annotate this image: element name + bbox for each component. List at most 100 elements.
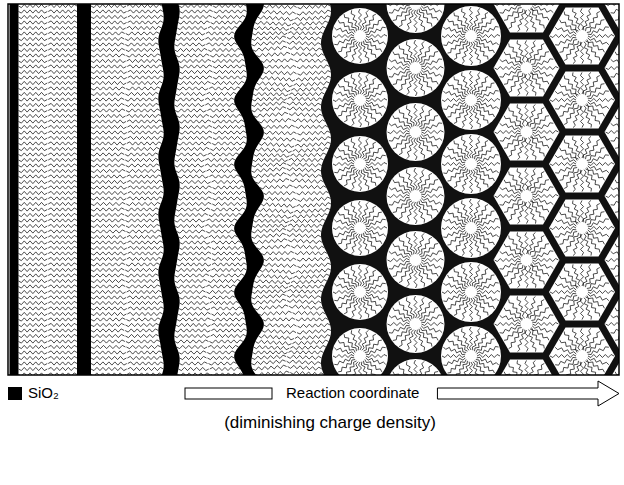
surfactant-chain <box>475 13 489 32</box>
surfactant-chain <box>128 186 164 189</box>
surfactant-chain <box>19 59 48 62</box>
surfactant-chain <box>177 318 211 321</box>
surfactant-chain <box>470 263 473 286</box>
surfactant-chain <box>560 340 578 353</box>
surfactant-chain <box>388 131 410 134</box>
surfactant-chain <box>462 72 470 94</box>
surfactant-chain <box>462 328 470 350</box>
surfactant-chain <box>179 65 212 68</box>
surfactant-chain <box>178 290 206 293</box>
surfactant-chain <box>263 263 296 267</box>
surfactant-chain <box>288 32 323 35</box>
surfactant-chain <box>333 291 354 294</box>
surfactant-chain <box>531 328 549 341</box>
surfactant-chain <box>48 180 77 183</box>
surfactant-chain <box>399 265 412 283</box>
surfactant-chain <box>334 357 354 364</box>
surfactant-chain <box>213 186 245 189</box>
surfactant-chain <box>48 32 77 35</box>
surfactant-chain <box>179 296 207 299</box>
silica-layer <box>77 4 91 375</box>
surfactant-chain <box>338 212 355 224</box>
surfactant-chain <box>588 163 614 166</box>
surfactant-chain <box>530 364 544 376</box>
surfactant-chain <box>19 76 48 79</box>
surfactant-chain <box>259 311 292 315</box>
surfactant-chain <box>572 8 580 30</box>
surfactant-cell <box>332 264 388 320</box>
surfactant-chain <box>19 208 48 211</box>
surfactant-chain <box>420 72 438 85</box>
surfactant-chain <box>291 52 324 56</box>
surfactant-chain <box>48 301 77 304</box>
surfactant-chain <box>175 268 210 271</box>
surfactant-chain <box>294 208 330 213</box>
surfactant-chain <box>476 40 495 54</box>
surfactant-chain <box>91 59 126 62</box>
surfactant-cell <box>605 103 620 160</box>
surfactant-chain <box>588 166 609 173</box>
surfactant-chain <box>291 87 327 91</box>
legend-swatch <box>8 387 22 400</box>
surfactant-chain <box>290 153 326 157</box>
surfactant-chain <box>500 197 521 205</box>
surfactant-chain <box>213 131 246 134</box>
surfactant-chain <box>177 26 207 29</box>
surfactant-chain <box>588 347 609 355</box>
surfactant-chain <box>351 138 358 158</box>
surfactant-chain <box>407 330 414 351</box>
surfactant-chain <box>48 290 77 293</box>
surfactant-chain <box>126 164 160 167</box>
surfactant-chain <box>352 42 358 62</box>
surfactant-chain <box>334 37 354 44</box>
surfactant-chain <box>530 300 544 320</box>
surfactant-chain <box>19 92 48 95</box>
surfactant-chain <box>255 214 291 219</box>
surfactant-chain <box>91 37 124 40</box>
surfactant-chain <box>550 291 576 294</box>
surfactant-chain <box>128 21 164 24</box>
surfactant-chain <box>406 297 414 318</box>
surfactant-chain <box>48 252 77 255</box>
surfactant-chain <box>555 293 576 301</box>
surfactant-chain <box>48 362 77 365</box>
surfactant-chain <box>448 83 467 97</box>
surfactant-chain <box>257 245 290 250</box>
surfactant-chain <box>362 202 368 222</box>
surfactant-chain <box>175 224 204 227</box>
surfactant-chain <box>213 197 247 200</box>
surfactant-chain <box>560 148 578 161</box>
surfactant-chain <box>127 180 162 183</box>
surfactant-chain <box>587 340 605 353</box>
surfactant-chain <box>91 147 125 150</box>
surfactant-chain <box>588 294 609 301</box>
surfactant-chain <box>448 339 467 353</box>
surfactant-chain <box>290 26 326 30</box>
surfactant-chain <box>262 329 296 334</box>
surfactant-chain <box>251 102 285 107</box>
surfactant-chain <box>550 99 576 102</box>
surfactant-chain <box>128 307 164 310</box>
surfactant-chain <box>91 246 127 249</box>
surfactant-chain <box>560 84 578 97</box>
surfactant-chain <box>48 131 77 134</box>
surfactant-chain <box>48 219 77 222</box>
surfactant-chain <box>495 67 521 70</box>
surfactant-chain <box>91 15 127 18</box>
surfactant-chain <box>252 173 286 178</box>
surfactant-chain <box>504 200 522 213</box>
surfactant-chain <box>338 276 355 288</box>
surfactant-chain <box>528 202 536 224</box>
surfactant-chain <box>473 362 481 375</box>
surfactant-chain <box>252 224 287 228</box>
surfactant-chain <box>477 291 500 294</box>
surfactant-chain <box>293 311 326 315</box>
surfactant-chain <box>177 114 209 117</box>
surfactant-chain <box>19 125 48 128</box>
surfactant-chain <box>504 264 522 277</box>
surfactant-chain <box>254 280 290 284</box>
surfactant-chain <box>389 69 410 77</box>
surfactant-chain <box>91 98 124 101</box>
surfactant-chain <box>210 367 240 370</box>
surfactant-chain <box>179 362 207 365</box>
